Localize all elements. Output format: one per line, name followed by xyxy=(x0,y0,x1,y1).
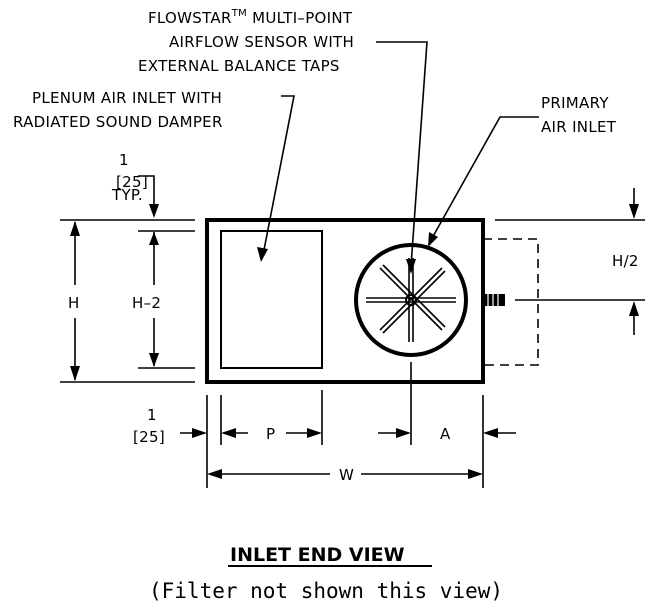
balance-tap-fitting xyxy=(483,294,505,306)
left-gap-metric: [25] xyxy=(133,428,165,446)
top-gap-metric: [25] xyxy=(116,173,148,191)
top-gap-value: 1 xyxy=(119,151,129,169)
left-gap-value: 1 xyxy=(147,406,157,424)
primary-inlet-collar xyxy=(354,243,468,357)
primary-leader xyxy=(430,116,539,241)
plenum-label-line2: RADIATED SOUND DAMPER xyxy=(13,113,223,131)
dimension-p: P xyxy=(266,425,275,443)
dimension-a: A xyxy=(440,425,451,443)
unit-casing xyxy=(205,218,485,384)
plenum-leader xyxy=(262,95,295,256)
primary-label-line2: AIR INLET xyxy=(541,118,617,136)
plenum-inlet-opening xyxy=(220,230,323,369)
view-subtitle: (Filter not shown this view) xyxy=(149,579,503,603)
flowstar-label-line1: FLOWSTARTM MULTI–POINT xyxy=(148,8,353,27)
flowstar-label-line3: EXTERNAL BALANCE TAPS xyxy=(138,57,340,75)
view-title: INLET END VIEW xyxy=(230,544,405,566)
dimension-h-half: H/2 xyxy=(612,252,639,270)
dimension-h: H xyxy=(68,294,80,312)
top-gap-note: TYP. xyxy=(111,186,143,204)
dimension-w: W xyxy=(339,466,354,484)
primary-label-line1: PRIMARY xyxy=(541,94,609,112)
dimension-h-minus-2: H–2 xyxy=(132,294,161,312)
plenum-label-line1: PLENUM AIR INLET WITH xyxy=(32,89,222,107)
flowstar-label-line2: AIRFLOW SENSOR WITH xyxy=(169,33,354,51)
flowstar-leader xyxy=(376,41,428,267)
